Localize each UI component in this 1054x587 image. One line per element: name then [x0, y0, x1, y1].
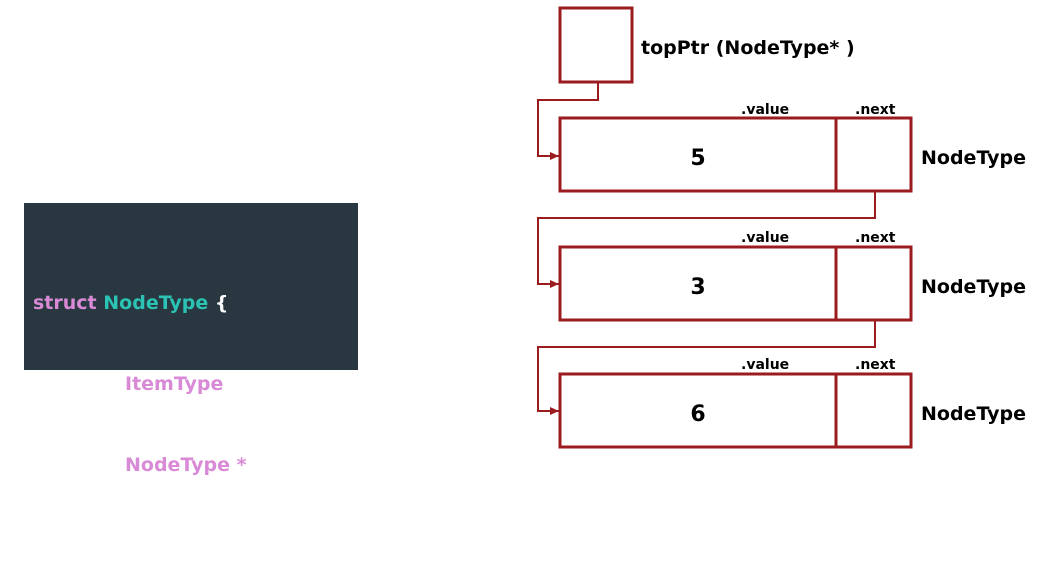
node-3-next-box	[834, 372, 913, 449]
code-line-1: struct NodeType {	[33, 290, 358, 317]
node-2-value-box	[558, 245, 838, 322]
top-pointer-box	[558, 6, 634, 84]
node-1-value-box	[558, 116, 838, 193]
node-1-next-arrow	[537, 191, 876, 288]
node-1-type-label: NodeType	[921, 147, 1026, 169]
node-2-value-field-label: .value	[741, 230, 789, 246]
open-brace: {	[214, 292, 229, 314]
code-line-4: }	[33, 533, 358, 560]
node-2-type-label: NodeType	[921, 276, 1026, 298]
next-member: next;	[253, 454, 309, 476]
node-3-type-label: NodeType	[921, 403, 1026, 425]
node-3-next-field-label: .next	[855, 357, 896, 373]
code-line-3: NodeType * next;	[33, 452, 358, 479]
struct-name: NodeType	[103, 292, 209, 314]
value-member: value;	[230, 373, 296, 395]
item-type-keyword: ItemType	[125, 373, 224, 395]
node-3-value: 6	[690, 402, 705, 427]
node-type-keyword: NodeType	[125, 454, 231, 476]
node-1-next-field-label: .next	[855, 102, 896, 118]
node-1: .value .next 5 NodeType	[558, 102, 1026, 193]
code-line-2: ItemType value;	[33, 371, 358, 398]
node-2-next-box	[834, 245, 913, 322]
node-3-value-box	[558, 372, 838, 449]
node-1-value-field-label: .value	[741, 102, 789, 118]
node-2-value: 3	[690, 275, 705, 300]
node-1-next-box	[834, 116, 913, 193]
node-1-value: 5	[690, 146, 705, 171]
node-3-value-field-label: .value	[741, 357, 789, 373]
node-2-next-field-label: .next	[855, 230, 896, 246]
top-pointer-label: topPtr (NodeType* )	[641, 37, 855, 59]
node-2-next-arrow	[537, 320, 876, 415]
pointer-star: *	[236, 454, 247, 476]
linked-list-diagram: topPtr (NodeType* ) .value .next 5 NodeT…	[537, 6, 1026, 449]
node-3: .value .next 6 NodeType	[558, 357, 1026, 449]
top-pointer-arrow	[537, 82, 599, 160]
struct-keyword: struct	[33, 292, 97, 314]
close-brace: }	[33, 535, 47, 557]
node-2: .value .next 3 NodeType	[558, 230, 1026, 322]
